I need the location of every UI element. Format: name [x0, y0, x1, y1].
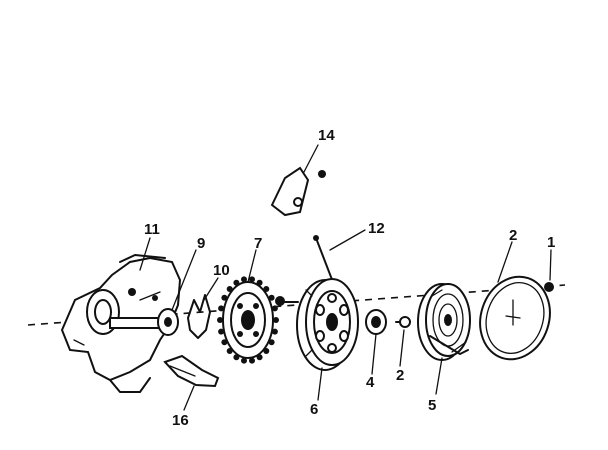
- gear-tooth: [218, 328, 225, 335]
- label-part-10: 10: [213, 262, 230, 279]
- gear-tooth: [226, 286, 233, 292]
- gear-tooth: [217, 317, 223, 323]
- label-part-11: 11: [144, 221, 160, 238]
- gear-tooth: [233, 279, 240, 286]
- part-6-flywheel: [296, 278, 359, 371]
- bolt: [275, 296, 299, 306]
- gear-tooth: [268, 339, 275, 346]
- gear-tooth: [271, 305, 278, 312]
- gear-tooth: [271, 328, 278, 335]
- gear-tooth: [241, 357, 247, 364]
- part-16-lever: [163, 354, 220, 388]
- gear-tooth: [256, 279, 263, 286]
- label-part-4: 4: [366, 374, 375, 391]
- label-part-7: 7: [254, 235, 262, 252]
- gear-tooth: [221, 294, 228, 301]
- gear-tooth: [218, 305, 225, 312]
- label-part-2-screw: 2: [396, 367, 404, 384]
- part-7-gear: [217, 276, 279, 364]
- gear-tooth: [221, 339, 228, 346]
- part-9-washer: [157, 308, 179, 336]
- gear-tooth: [268, 294, 275, 301]
- part-2-screw: [395, 316, 411, 328]
- gear-tooth: [249, 276, 255, 283]
- gear-tooth: [273, 317, 279, 323]
- part-14-bracket: [270, 166, 326, 217]
- part-4-nut: [365, 309, 387, 335]
- part-11-housing: [60, 254, 182, 393]
- part-5-recoil-pulley: [417, 283, 471, 361]
- gear-tooth: [256, 354, 263, 361]
- gear-tooth: [226, 348, 233, 354]
- label-part-12: 12: [368, 220, 385, 237]
- gear-tooth: [241, 276, 247, 283]
- part-2-cover: [479, 275, 551, 361]
- part-1-fastener: [544, 282, 554, 292]
- label-part-9: 9: [197, 235, 205, 252]
- gear-tooth: [263, 286, 270, 292]
- part-10-spring-clip: [187, 294, 211, 339]
- gear-tooth: [233, 354, 240, 361]
- gear-tooth: [263, 348, 270, 354]
- label-part-5: 5: [428, 397, 436, 414]
- label-part-14: 14: [318, 127, 335, 144]
- leader-lines: [139, 144, 552, 411]
- label-part-6: 6: [310, 401, 318, 418]
- label-part-16: 16: [172, 412, 189, 429]
- center-axis-line: [27, 284, 566, 326]
- label-part-1: 1: [547, 234, 555, 251]
- gear-tooth: [249, 357, 255, 364]
- label-part-2-cover: 2: [509, 227, 517, 244]
